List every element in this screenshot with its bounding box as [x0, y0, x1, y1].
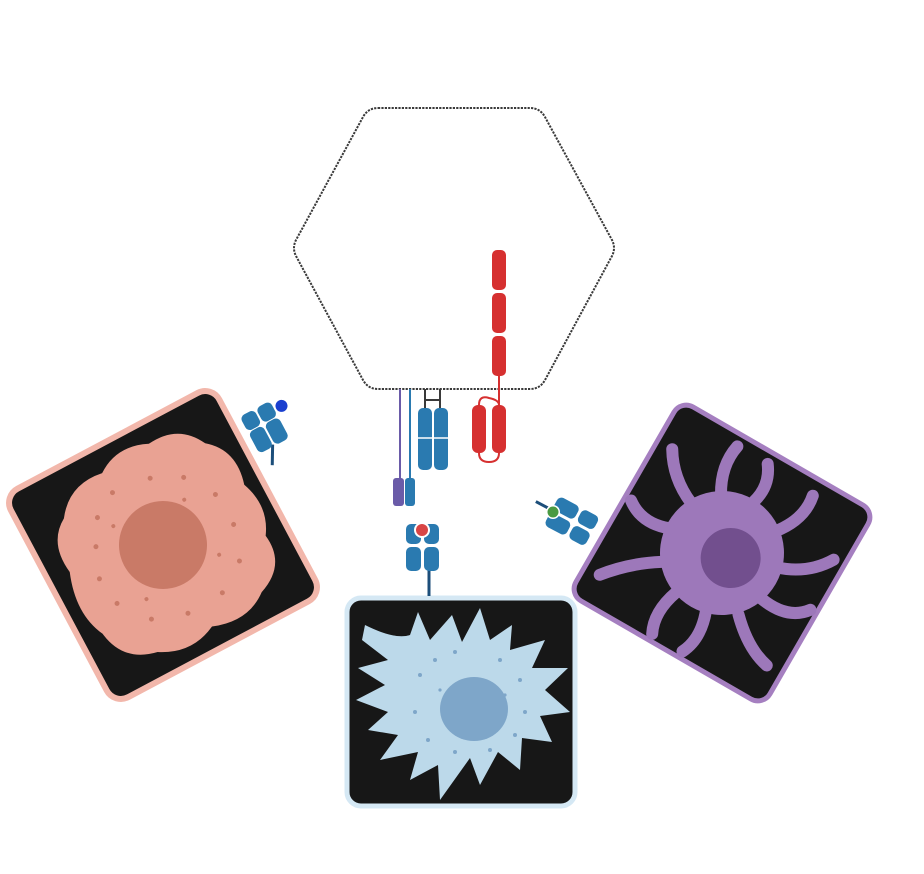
hexagon-cell-outline: [293, 107, 615, 390]
receptor-lightblue-icon: [406, 522, 439, 596]
lightblue-cell-icon: [344, 595, 578, 809]
receptor-purple-icon: [535, 497, 599, 545]
receptor-cluster-icon: [393, 250, 506, 506]
purple-cell-icon: [571, 402, 873, 704]
green-ligand-core: [547, 506, 559, 518]
receptor-pink-icon: [241, 397, 290, 466]
pink-cell-icon: [6, 388, 320, 702]
